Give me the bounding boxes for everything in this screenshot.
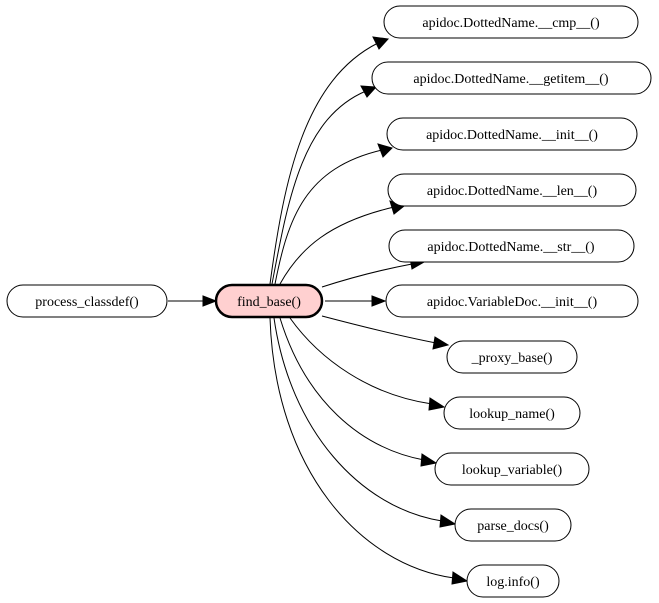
edge-caller-to-focus-arrowhead [202,295,218,307]
node-dottedname-len-label: apidoc.DottedName.__len__() [427,184,598,199]
node-dottedname-cmp[interactable]: apidoc.DottedName.__cmp__() [383,5,639,39]
edge-to-lookup-name [289,317,433,405]
node-dottedname-len[interactable]: apidoc.DottedName.__len__() [387,173,637,207]
edge-to-variabledoc-arrowhead [371,295,387,307]
edge-to-init [274,149,383,285]
node-lookup-name-label: lookup_name() [469,407,555,422]
node-dottedname-init-shape [386,117,638,151]
node-dottedname-getitem-label: apidoc.DottedName.__getitem__() [413,72,608,87]
node-process-classdef-shape [6,284,168,318]
edge-to-cmp-arrowhead [372,36,390,50]
node-parse-docs[interactable]: parse_docs() [454,508,572,542]
node-find-base-shape [214,283,324,319]
node-log-info-label: log.info() [486,575,540,590]
node-proxy-base[interactable]: _proxy_base() [446,340,578,374]
edge-to-log-info [269,317,455,579]
node-proxy-base-shape [446,340,578,374]
edge-to-str [321,263,413,288]
edge-to-getitem [271,90,367,285]
node-dottedname-cmp-label: apidoc.DottedName.__cmp__() [422,16,600,31]
node-dottedname-init-label: apidoc.DottedName.__init__() [426,128,598,143]
node-dottedname-str[interactable]: apidoc.DottedName.__str__() [388,229,635,263]
node-dottedname-getitem-shape [371,61,652,95]
edge-to-lookup-variable [279,317,425,461]
node-log-info-shape [466,564,560,598]
node-find-base[interactable]: find_base() [214,283,324,319]
node-lookup-name-shape [443,396,581,430]
edge-to-lookup-variable-arrowhead [420,453,438,467]
node-variabledoc-init-shape [385,284,639,318]
edge-to-proxy-base [321,315,437,344]
edge-to-parse-docs [273,317,443,522]
node-parse-docs-label: parse_docs() [477,519,549,534]
node-parse-docs-shape [454,508,572,542]
node-dottedname-getitem[interactable]: apidoc.DottedName.__getitem__() [371,61,652,95]
node-lookup-variable-label: lookup_variable() [462,463,563,478]
edge-to-proxy-base-arrowhead [432,336,450,350]
node-variabledoc-init[interactable]: apidoc.VariableDoc.__init__() [385,284,639,318]
node-dottedname-str-shape [388,229,635,263]
edge-to-len [279,206,395,285]
node-dottedname-init[interactable]: apidoc.DottedName.__init__() [386,117,638,151]
edge-to-cmp [269,42,379,285]
node-find-base-label: find_base() [237,295,301,310]
edge-to-init-arrowhead [377,143,393,158]
node-log-info[interactable]: log.info() [466,564,560,598]
node-lookup-name[interactable]: lookup_name() [443,396,581,430]
node-dottedname-len-shape [387,173,637,207]
node-proxy-base-label: _proxy_base() [471,351,553,366]
node-lookup-variable[interactable]: lookup_variable() [434,452,590,486]
edge-to-lookup-name-arrowhead [428,397,446,411]
edge-to-log-info-arrowhead [451,571,469,585]
nodes: process_classdef() find_base() apidoc.Do… [6,5,652,598]
node-lookup-variable-shape [434,452,590,486]
edge-to-parse-docs-arrowhead [439,514,457,528]
node-process-classdef[interactable]: process_classdef() [6,284,168,318]
edges [168,36,469,585]
node-variabledoc-init-label: apidoc.VariableDoc.__init__() [427,295,598,310]
edge-to-getitem-arrowhead [360,85,378,98]
node-process-classdef-label: process_classdef() [35,295,139,310]
node-dottedname-cmp-shape [383,5,639,39]
node-dottedname-str-label: apidoc.DottedName.__str__() [427,240,595,255]
